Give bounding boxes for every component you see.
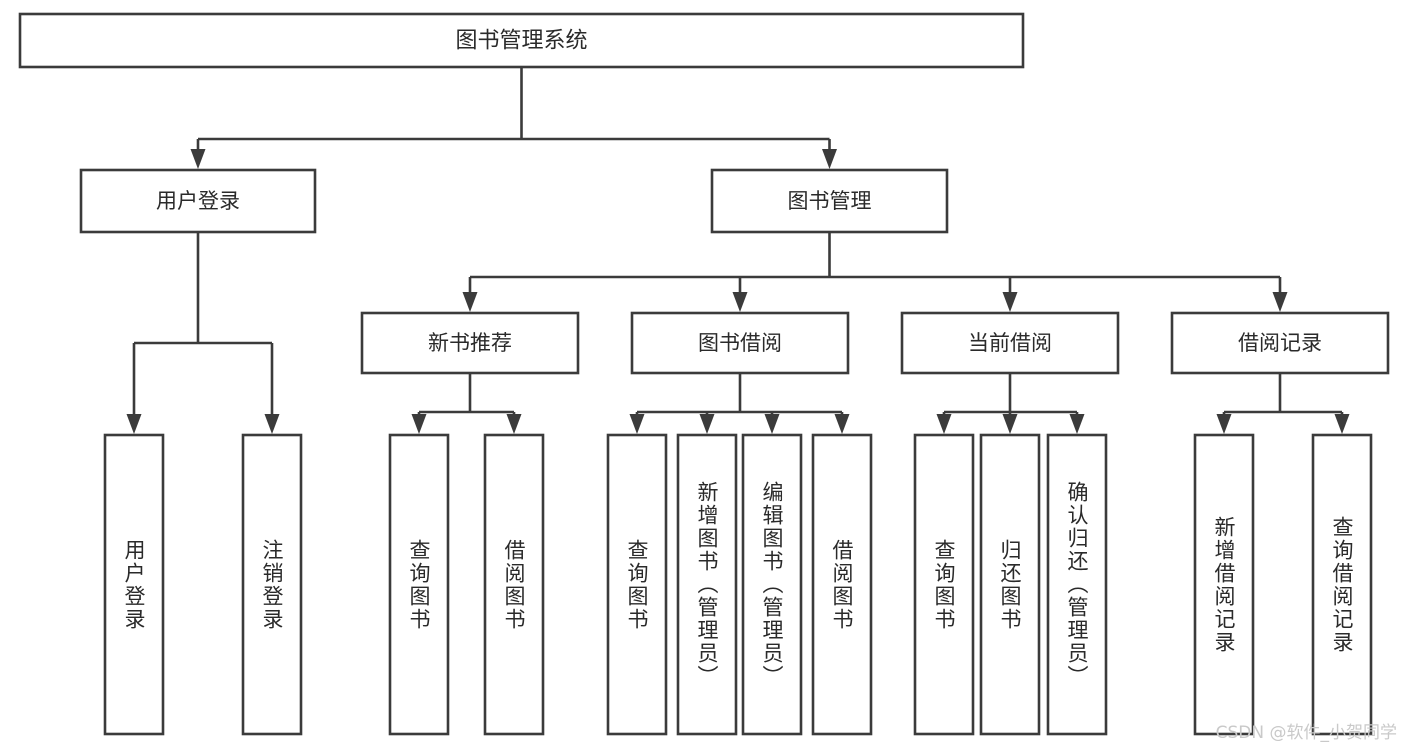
arrow-head (699, 414, 715, 434)
arrow-head (190, 149, 206, 169)
node-label-root: 图书管理系统 (455, 29, 587, 54)
arrow-head (506, 414, 522, 434)
arrow-head (462, 292, 478, 312)
node-box-leaf-query-book-2[interactable] (606, 433, 668, 736)
node-box-leaf-query-book-1[interactable] (388, 433, 450, 736)
node-box-layer (18, 12, 1390, 736)
node-box-leaf-confirm-return[interactable] (1046, 433, 1108, 736)
arrow-head (822, 149, 837, 169)
arrow-head (126, 414, 142, 434)
node-box-root[interactable] (18, 12, 1025, 69)
node-box-new-book-rec[interactable] (360, 311, 580, 375)
arrow-head (764, 414, 780, 434)
node-box-leaf-user-login[interactable] (103, 433, 165, 736)
node-box-user-login[interactable] (79, 168, 317, 234)
node-label-new-book-rec: 新书推荐 (428, 331, 512, 355)
arrow-head (1334, 414, 1350, 434)
node-box-leaf-logout[interactable] (241, 433, 303, 736)
node-box-book-manage[interactable] (710, 168, 949, 234)
watermark-text: CSDN @软件_小贺同学 (1215, 723, 1397, 743)
arrow-head (629, 414, 645, 434)
node-box-book-borrow[interactable] (630, 311, 850, 375)
node-box-leaf-borrow-book-1[interactable] (483, 433, 545, 736)
connector-layer (126, 67, 1350, 434)
node-label-current-borrow: 当前借阅 (968, 331, 1052, 355)
node-label-book-borrow: 图书借阅 (698, 331, 782, 355)
node-box-leaf-query-book-3[interactable] (913, 433, 975, 736)
node-label-user-login: 用户登录 (156, 189, 240, 213)
arrow-head (264, 414, 280, 434)
node-box-leaf-add-book[interactable] (676, 433, 738, 736)
node-box-current-borrow[interactable] (900, 311, 1120, 375)
arrow-head (1069, 414, 1085, 434)
node-box-borrow-record[interactable] (1170, 311, 1390, 375)
arrow-head (1272, 292, 1288, 312)
arrow-head (1002, 292, 1018, 312)
arrow-head (834, 414, 850, 434)
node-box-leaf-query-record[interactable] (1311, 433, 1373, 736)
node-box-leaf-edit-book[interactable] (741, 433, 803, 736)
node-box-leaf-borrow-book-2[interactable] (811, 433, 873, 736)
arrow-head (1002, 414, 1018, 434)
node-box-leaf-add-record[interactable] (1193, 433, 1255, 736)
arrow-head (1216, 414, 1232, 434)
node-label-borrow-record: 借阅记录 (1238, 331, 1322, 355)
node-label-book-manage: 图书管理 (788, 189, 872, 213)
arrow-head (411, 414, 427, 434)
arrow-head (936, 414, 952, 434)
node-box-leaf-return-book[interactable] (979, 433, 1041, 736)
arrow-head (732, 292, 748, 312)
